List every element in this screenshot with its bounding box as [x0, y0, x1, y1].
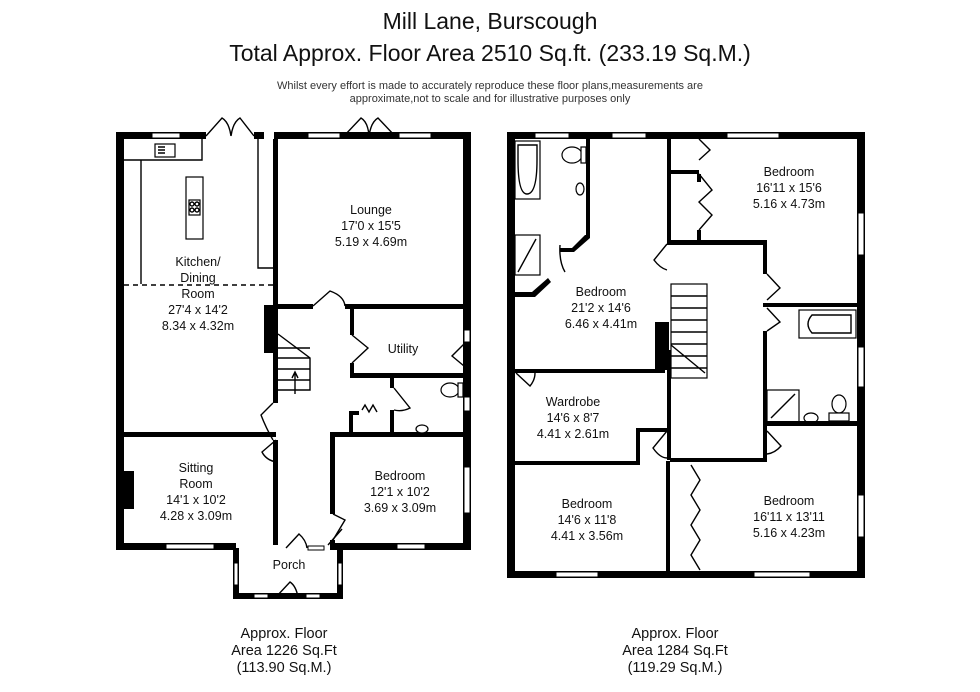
first-area-line-1: Approx. Floor — [631, 626, 719, 642]
svg-text:6.46 x 4.41m: 6.46 x 4.41m — [565, 317, 637, 331]
ground-area-line-2: Area 1226 Sq.Ft — [231, 643, 337, 659]
svg-text:Room: Room — [179, 477, 212, 491]
room-label-sitting-room: Sitting Room 14'1 x 10'2 4.28 x 3.09m — [160, 461, 232, 523]
disclaimer-line-1: Whilst every effort is made to accuratel… — [277, 80, 703, 92]
room-label-lounge: Lounge 17'0 x 15'5 5.19 x 4.69m — [335, 203, 407, 249]
svg-text:14'6 x 11'8: 14'6 x 11'8 — [558, 513, 617, 527]
svg-text:16'11 x 13'11: 16'11 x 13'11 — [753, 510, 825, 524]
svg-text:4.28 x 3.09m: 4.28 x 3.09m — [160, 509, 232, 523]
svg-text:14'6 x 8'7: 14'6 x 8'7 — [547, 411, 600, 425]
first-floor-plan: Bedroom 21'2 x 14'6 6.46 x 4.41m Bedroom… — [507, 132, 865, 578]
svg-text:16'11 x 15'6: 16'11 x 15'6 — [756, 181, 822, 195]
stairs-ground — [277, 333, 311, 394]
room-label-bedroom-top-right: Bedroom 16'11 x 15'6 5.16 x 4.73m — [753, 165, 825, 211]
room-label-bedroom-bottom-right: Bedroom 16'11 x 13'11 5.16 x 4.23m — [753, 494, 825, 540]
svg-text:Bedroom: Bedroom — [576, 285, 627, 299]
svg-text:5.16 x 4.23m: 5.16 x 4.23m — [753, 526, 825, 540]
svg-text:Bedroom: Bedroom — [375, 469, 426, 483]
svg-text:Wardrobe: Wardrobe — [546, 395, 600, 409]
room-label-porch: Porch — [273, 558, 306, 572]
svg-text:3.69 x 3.09m: 3.69 x 3.09m — [364, 501, 436, 515]
svg-text:8.34 x 4.32m: 8.34 x 4.32m — [162, 319, 234, 333]
svg-text:Room: Room — [181, 287, 214, 301]
svg-text:21'2 x 14'6: 21'2 x 14'6 — [571, 301, 631, 315]
ground-area-line-1: Approx. Floor — [240, 626, 328, 642]
svg-text:Kitchen/: Kitchen/ — [175, 255, 221, 269]
svg-text:5.19 x 4.69m: 5.19 x 4.69m — [335, 235, 407, 249]
total-area: Total Approx. Floor Area 2510 Sq.ft. (23… — [229, 40, 751, 66]
ground-floor-area: Approx. Floor Area 1226 Sq.Ft (113.90 Sq… — [184, 626, 384, 677]
svg-text:12'1 x 10'2: 12'1 x 10'2 — [370, 485, 430, 499]
svg-text:4.41 x 2.61m: 4.41 x 2.61m — [537, 427, 609, 441]
porch-structure — [233, 528, 343, 599]
room-label-utility: Utility — [388, 342, 419, 356]
stairs-first-floor — [670, 283, 708, 379]
svg-text:27'4 x 14'2: 27'4 x 14'2 — [168, 303, 228, 317]
room-label-bedroom-bottom-left: Bedroom 14'6 x 11'8 4.41 x 3.56m — [551, 497, 623, 543]
svg-text:Lounge: Lounge — [350, 203, 392, 217]
svg-text:14'1 x 10'2: 14'1 x 10'2 — [166, 493, 226, 507]
room-label-bedroom-large: Bedroom 21'2 x 14'6 6.46 x 4.41m — [565, 285, 637, 331]
disclaimer-line-2: approximate,not to scale and for illustr… — [349, 93, 631, 105]
first-area-line-3: (119.29 Sq.M.) — [627, 660, 723, 676]
room-label-wardrobe: Wardrobe 14'6 x 8'7 4.41 x 2.61m — [537, 395, 609, 441]
room-label-bedroom-ground: Bedroom 12'1 x 10'2 3.69 x 3.09m — [364, 469, 436, 515]
svg-text:4.41 x 3.56m: 4.41 x 3.56m — [551, 529, 623, 543]
svg-text:17'0 x 15'5: 17'0 x 15'5 — [341, 219, 401, 233]
svg-text:Bedroom: Bedroom — [764, 494, 815, 508]
svg-text:Dining: Dining — [180, 271, 215, 285]
svg-text:Porch: Porch — [273, 558, 306, 572]
svg-text:Bedroom: Bedroom — [562, 497, 613, 511]
first-area-line-2: Area 1284 Sq.Ft — [622, 643, 728, 659]
svg-text:Utility: Utility — [388, 342, 419, 356]
plan-title: Mill Lane, Burscough — [382, 8, 598, 34]
room-label-kitchen: Kitchen/ Dining Room 27'4 x 14'2 8.34 x … — [162, 255, 234, 333]
svg-text:Sitting: Sitting — [179, 461, 214, 475]
ground-area-line-3: (113.90 Sq.M.) — [236, 660, 332, 676]
svg-text:Bedroom: Bedroom — [764, 165, 815, 179]
first-floor-area: Approx. Floor Area 1284 Sq.Ft (119.29 Sq… — [575, 626, 775, 677]
ground-floor-plan: Kitchen/ Dining Room 27'4 x 14'2 8.34 x … — [116, 117, 471, 599]
svg-text:5.16 x 4.73m: 5.16 x 4.73m — [753, 197, 825, 211]
